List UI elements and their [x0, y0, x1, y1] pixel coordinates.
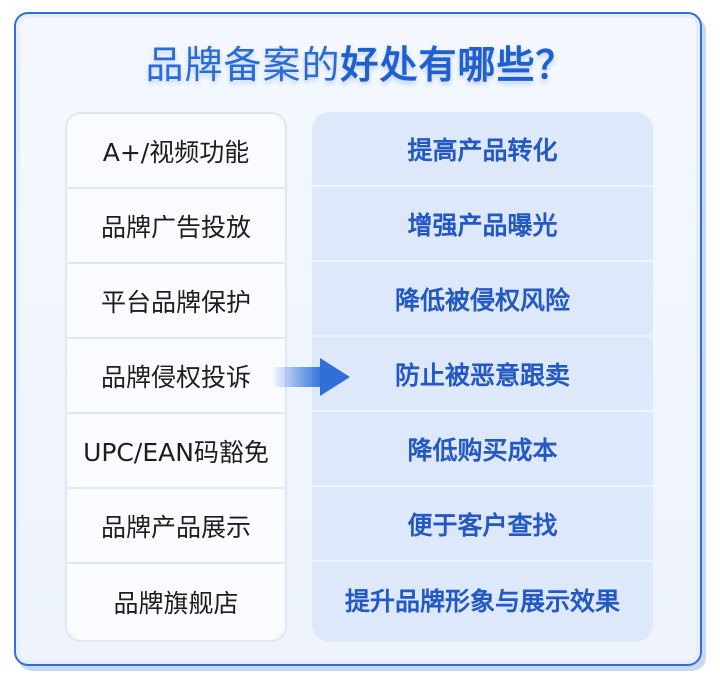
benefit-item: 防止被恶意跟卖 [312, 337, 653, 412]
feature-item: UPC/EAN码豁免 [67, 414, 285, 489]
page-title: 品牌备案的好处有哪些？ [0, 34, 720, 89]
features-list: A+/视频功能 品牌广告投放 平台品牌保护 品牌侵权投诉 UPC/EAN码豁免 … [65, 112, 287, 642]
benefit-item: 便于客户查找 [312, 487, 653, 562]
benefits-list: 提高产品转化 增强产品曝光 降低被侵权风险 防止被恶意跟卖 降低购买成本 便于客… [312, 112, 653, 642]
title-regular: 品牌备案的 [145, 43, 341, 87]
benefit-item: 提高产品转化 [312, 112, 653, 187]
benefit-item: 降低购买成本 [312, 412, 653, 487]
feature-item: 品牌侵权投诉 [67, 339, 285, 414]
benefit-item: 提升品牌形象与展示效果 [344, 586, 620, 616]
feature-item: 品牌旗舰店 [113, 588, 239, 618]
benefit-item: 增强产品曝光 [312, 187, 653, 262]
feature-item: 平台品牌保护 [67, 264, 285, 339]
feature-item: 品牌产品展示 [67, 489, 285, 564]
feature-item: A+/视频功能 [67, 114, 285, 189]
title-bold: 好处有哪些？ [340, 43, 575, 87]
benefit-item: 降低被侵权风险 [312, 262, 653, 337]
arrow-right-icon [272, 358, 350, 396]
feature-item: 品牌广告投放 [67, 189, 285, 264]
